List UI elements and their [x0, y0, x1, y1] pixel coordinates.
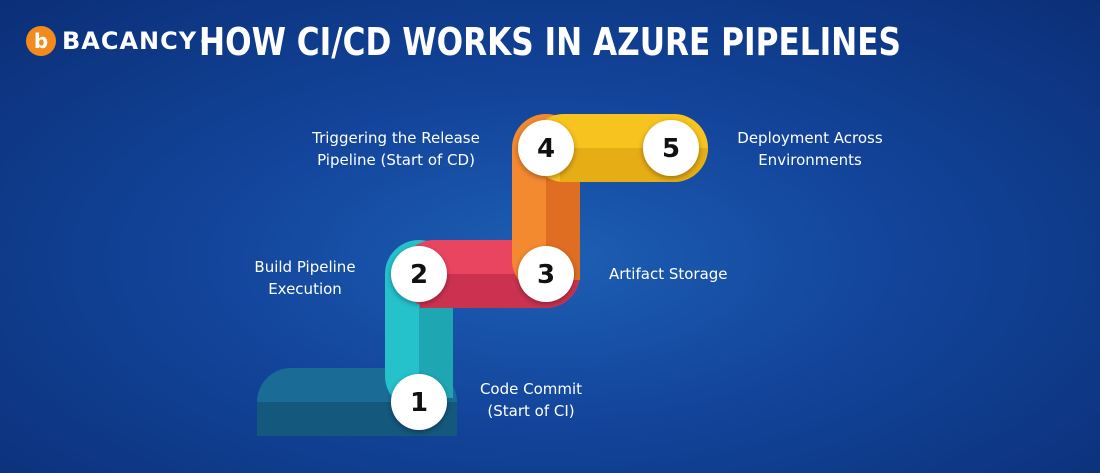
step-label-5: Deployment Across Environments [722, 127, 898, 171]
registered-mark: ® [201, 36, 208, 46]
step-label-3: Artifact Storage [609, 263, 769, 285]
step-number-2: 2 [410, 260, 428, 290]
step-1-line2: (Start of CI) [487, 402, 575, 420]
page-title: HOW CI/CD WORKS IN AZURE PIPELINES [199, 20, 901, 64]
bacancy-logo-icon: b [26, 26, 56, 56]
step-2-line2: Execution [268, 280, 342, 298]
step-5-line1: Deployment Across [737, 129, 883, 147]
brand-name: BACANCY [62, 27, 198, 55]
step-number-5: 5 [662, 134, 680, 164]
step-5-line2: Environments [758, 151, 862, 169]
step-number-4: 4 [537, 134, 555, 164]
step-badge-5: 5 [643, 120, 699, 176]
step-1-line1: Code Commit [479, 380, 583, 398]
step-badge-2: 2 [391, 246, 447, 302]
brand-logo: b BACANCY ® [26, 26, 207, 56]
step-label-1: Code Commit (Start of CI) [474, 378, 588, 422]
step-badge-1: 1 [391, 374, 447, 430]
step-label-2: Build Pipeline Execution [230, 256, 380, 300]
step-badge-4: 4 [518, 120, 574, 176]
step-badge-3: 3 [518, 246, 574, 302]
step-2-line1: Build Pipeline [254, 258, 356, 276]
step-number-3: 3 [537, 260, 555, 290]
step-label-4: Triggering the Release Pipeline (Start o… [296, 127, 496, 171]
step-4-line1: Triggering the Release [312, 129, 480, 147]
step-3-line1: Artifact Storage [609, 265, 728, 283]
step-4-line2: Pipeline (Start of CD) [317, 151, 475, 169]
step-number-1: 1 [410, 388, 428, 418]
